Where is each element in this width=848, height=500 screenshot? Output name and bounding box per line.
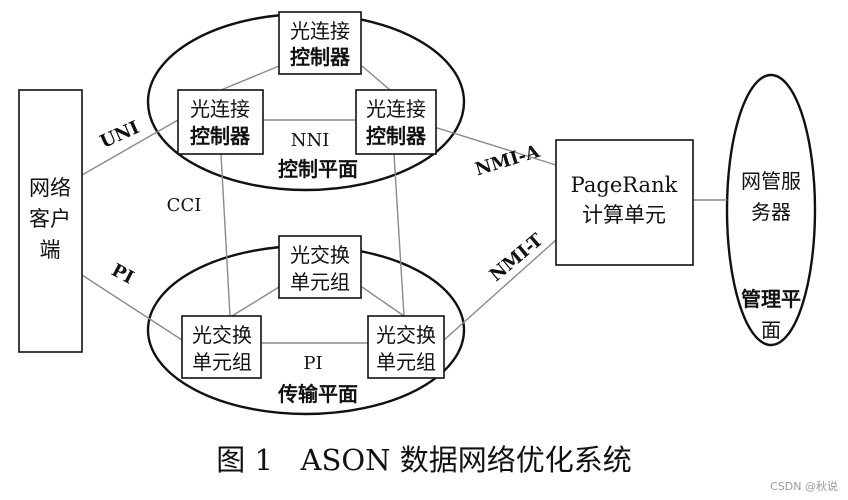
management-plane-ellipse <box>725 73 817 347</box>
sw-right-label-line1: 光交换 <box>376 323 436 347</box>
client-label-line3: 端 <box>40 238 61 262</box>
transport-plane-label: 传输平面 <box>277 382 358 406</box>
uni-label: UNI <box>97 117 143 153</box>
management-plane-label-line2: 面 <box>761 318 781 342</box>
ctrl-right-label-line1: 光连接 <box>366 97 426 121</box>
figure-caption: 图 1 ASON 数据网络优化系统 <box>216 443 632 477</box>
sw-right-label-line2: 单元组 <box>376 350 436 374</box>
pagerank-label-line1: PageRank <box>571 173 678 197</box>
sw-top-label-line1: 光交换 <box>290 243 350 267</box>
nms-label-line2: 务器 <box>751 200 791 224</box>
nms-label-line1: 网管服 <box>741 169 801 193</box>
sw-top-box <box>278 235 362 299</box>
sw-top-label-line2: 单元组 <box>290 270 350 294</box>
ctrl-left-box <box>177 89 264 155</box>
management-plane-label-line1: 管理平 <box>741 287 801 311</box>
sw-left-box <box>181 315 262 379</box>
watermark: CSDN @秋说 <box>770 479 838 493</box>
links <box>81 65 727 344</box>
sw-left-label-line1: 光交换 <box>192 323 252 347</box>
client-label-line1: 网络 <box>29 176 71 200</box>
ctrl-left-label-line1: 光连接 <box>190 97 250 121</box>
nni-label: NNI <box>291 130 330 151</box>
sw-right-box <box>367 315 445 379</box>
ctrl-top-label-line1: 光连接 <box>290 19 350 43</box>
client-label-line2: 客户 <box>29 207 71 231</box>
pagerank-box <box>555 139 694 266</box>
cci-label: CCI <box>167 195 202 216</box>
control-plane-label: 控制平面 <box>278 157 358 181</box>
ctrl-right-box <box>355 89 437 155</box>
ctrl-top-box <box>278 11 362 75</box>
ctrl-right-label-line2: 控制器 <box>366 124 427 148</box>
pi-client-label: PI <box>108 260 137 289</box>
nmi-a-label: NMI-A <box>473 141 543 181</box>
nmi-t-label: NMI-T <box>486 229 548 286</box>
client-box <box>18 89 83 353</box>
sw-left-label-line2: 单元组 <box>192 350 252 374</box>
ctrl-top-label-line2: 控制器 <box>290 45 351 69</box>
pagerank-label-line2: 计算单元 <box>582 203 666 227</box>
ctrl-left-label-line2: 控制器 <box>190 124 251 148</box>
pi-transport-label: PI <box>303 353 322 374</box>
